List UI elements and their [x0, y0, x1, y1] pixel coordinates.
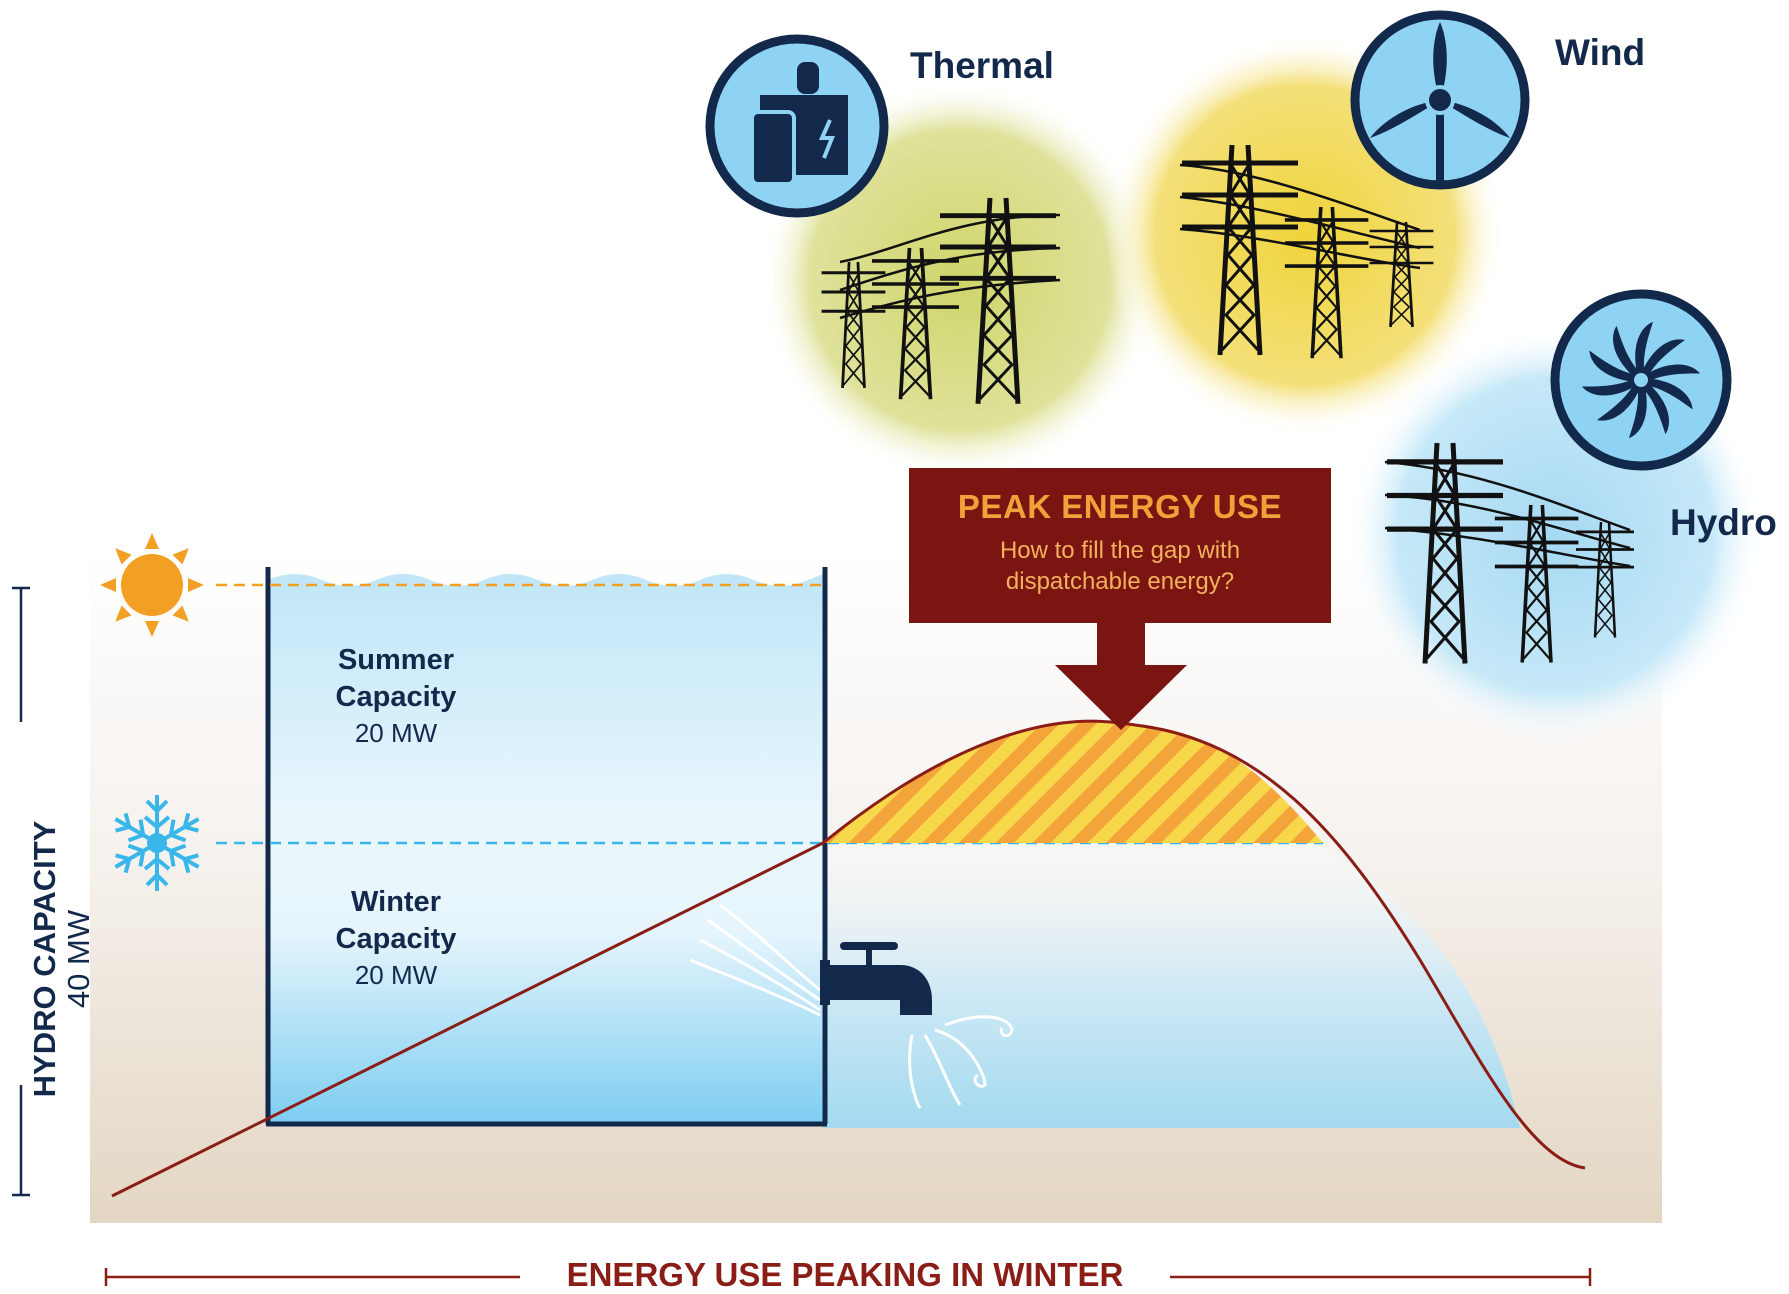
summer-capacity-line2: Capacity — [335, 681, 457, 713]
winter-capacity-value: 20 MW — [354, 960, 438, 990]
winter-capacity-line1: Winter — [351, 886, 441, 918]
x-axis-bracket — [104, 1268, 1592, 1286]
transmission-tower-icon — [820, 198, 1061, 404]
peak-subtitle: How to fill the gap with dispatchable en… — [909, 535, 1331, 597]
transmission-tower-icon — [1385, 443, 1636, 664]
summer-capacity-title: Summer Capacity — [286, 642, 506, 716]
energy-use-curve — [111, 719, 1586, 1198]
peak-subtitle-line1: How to fill the gap with — [999, 537, 1241, 564]
wind-turbine-icon — [1350, 10, 1530, 190]
transmission-tower-icon — [1180, 145, 1435, 360]
y-axis-title: HYDRO CAPACITY — [27, 820, 62, 1098]
peak-callout — [909, 468, 1331, 730]
y-axis-bracket — [12, 586, 30, 1197]
snowflake-icon — [107, 795, 207, 893]
sun-icon — [100, 533, 204, 637]
y-axis-value: 40 MW — [61, 909, 96, 1009]
winter-capacity-line2: Capacity — [335, 923, 457, 955]
winter-capacity-title: Winter Capacity — [286, 884, 506, 958]
wind-label: Wind — [1555, 32, 1646, 73]
peak-title: PEAK ENERGY USE — [957, 488, 1283, 525]
hydro-tank — [265, 567, 828, 1127]
water-pool — [823, 843, 1520, 1128]
hydro-turbine-icon — [1550, 289, 1732, 471]
summer-capacity-value: 20 MW — [354, 718, 438, 748]
peak-subtitle-line2: dispatchable energy? — [1005, 568, 1235, 595]
summer-capacity-line1: Summer — [337, 644, 455, 676]
thermal-label: Thermal — [910, 45, 1054, 86]
y-axis-label: HYDRO CAPACITY 40 MW — [27, 779, 96, 1139]
hydro-label: Hydro — [1670, 502, 1777, 543]
faucet-icon — [689, 903, 1014, 1109]
thermal-plant-icon — [705, 34, 889, 218]
x-axis-title: ENERGY USE PEAKING IN WINTER — [566, 1256, 1124, 1293]
